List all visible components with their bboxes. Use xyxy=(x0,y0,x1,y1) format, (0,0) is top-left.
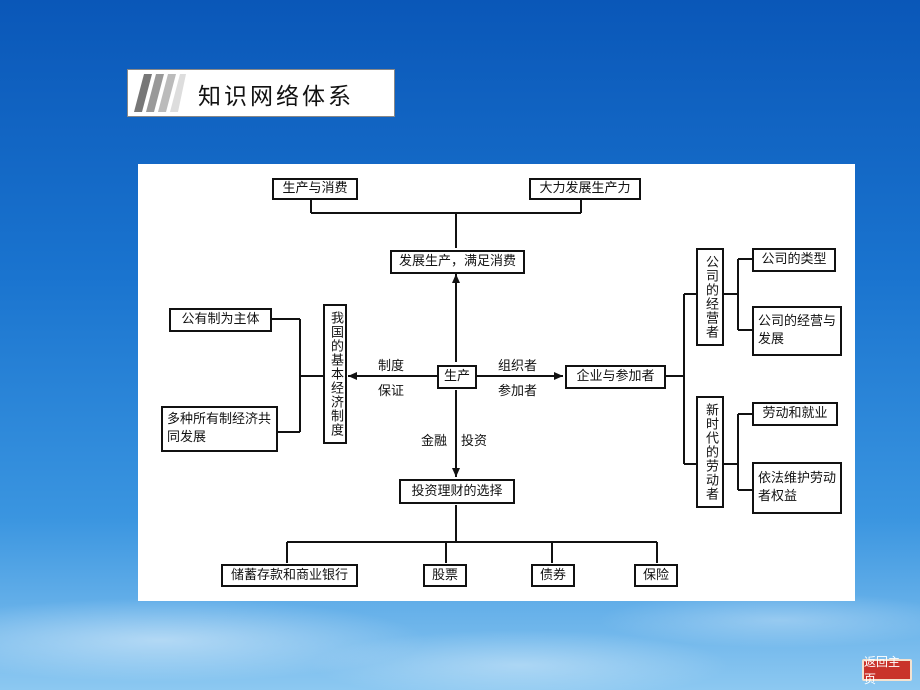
home-button[interactable]: 返回主页 xyxy=(862,655,912,686)
section-title: 知识网络体系 xyxy=(198,84,354,110)
node-stocks: 股票 xyxy=(423,564,467,587)
label-investment: 投资 xyxy=(461,434,488,449)
node-new-workers: 新时代的劳动者 xyxy=(696,396,724,508)
label-participant: 参加者 xyxy=(498,384,538,399)
node-company-ops: 公司的经营者 xyxy=(696,248,724,346)
label-system: 制度 xyxy=(378,359,405,374)
node-productivity: 大力发展生产力 xyxy=(529,178,641,200)
section-title-bar: 知识网络体系 xyxy=(127,69,395,117)
diagram-connectors xyxy=(272,199,752,563)
node-production: 生产 xyxy=(437,365,477,389)
node-invest: 投资理财的选择 xyxy=(399,479,515,504)
node-insurance: 保险 xyxy=(634,564,678,587)
node-consume: 生产与消费 xyxy=(272,178,358,200)
label-guarantee: 保证 xyxy=(378,384,405,399)
label-organizer: 组织者 xyxy=(498,359,538,374)
node-employment: 劳动和就业 xyxy=(752,402,838,426)
node-bonds: 债券 xyxy=(531,564,575,587)
node-develop: 发展生产，满足消费 xyxy=(390,250,525,274)
node-multi-ownership: 多种所有制经济共同发展 xyxy=(161,406,278,452)
node-rights: 依法维护劳动者权益 xyxy=(752,462,842,514)
title-stripes-icon xyxy=(134,74,186,112)
knowledge-network-diagram: 生产与消费 大力发展生产力 发展生产，满足消费 公有制为主体 多种所有制经济共同… xyxy=(138,164,855,601)
label-finance: 金融 xyxy=(421,434,448,449)
node-company-dev: 公司的经营与发展 xyxy=(752,306,842,356)
node-company-type: 公司的类型 xyxy=(752,248,836,272)
node-public-main: 公有制为主体 xyxy=(169,308,272,332)
node-enterprise: 企业与参加者 xyxy=(565,365,666,389)
node-basic-system: 我国的基本经济制度 xyxy=(323,304,347,444)
node-savings: 储蓄存款和商业银行 xyxy=(221,564,358,587)
